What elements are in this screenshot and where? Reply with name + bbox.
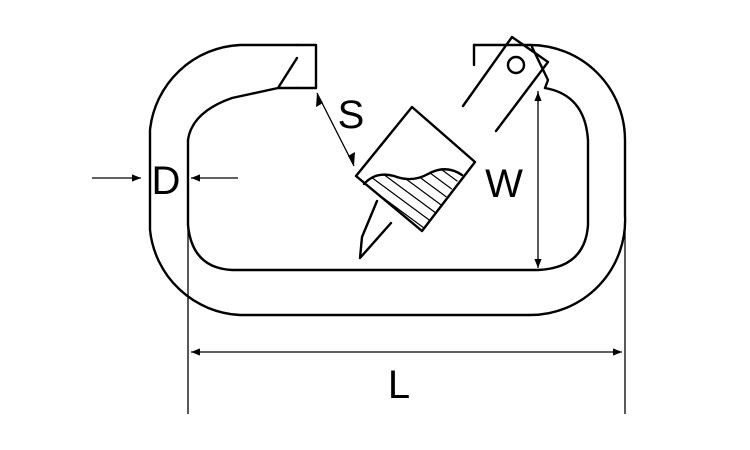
- hinge-pin-icon: [506, 55, 526, 75]
- carabiner-gate: [354, 35, 550, 260]
- dimension-d: D: [92, 159, 238, 203]
- dimension-l: L: [187, 180, 626, 414]
- carabiner-body: [148, 43, 627, 317]
- label-s: S: [338, 93, 365, 137]
- label-d: D: [152, 159, 181, 203]
- dimension-w: W: [485, 91, 542, 268]
- label-l: L: [388, 363, 410, 407]
- label-w: W: [485, 162, 523, 206]
- dimension-s: S: [316, 92, 365, 167]
